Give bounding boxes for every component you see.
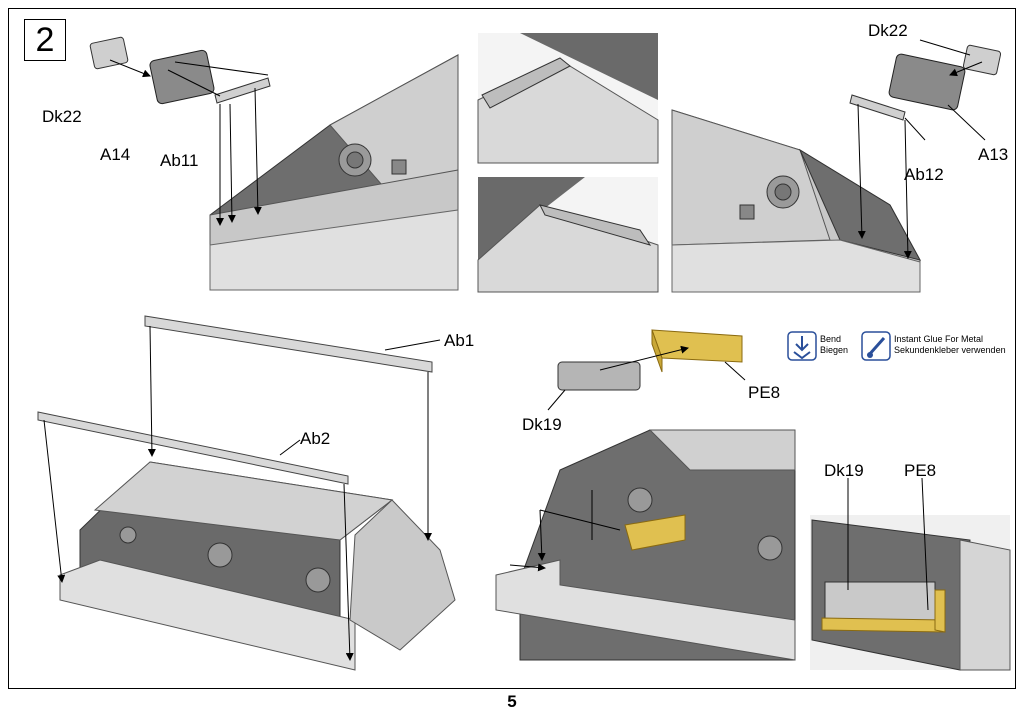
bottom-middle-view [495, 329, 796, 661]
bend-legend-icon [787, 331, 817, 361]
glue-label-de: Sekundenkleber verwenden [894, 345, 1006, 355]
label-ab1: Ab1 [444, 331, 475, 350]
label-a14: A14 [100, 145, 131, 164]
bottom-right-detail [810, 477, 1011, 671]
bend-legend-text: Bend Biegen [820, 334, 848, 356]
label-ab12: Ab12 [904, 165, 944, 184]
label-dk22-left: Dk22 [42, 107, 82, 126]
top-left-view [89, 36, 459, 291]
glue-legend-text: Instant Glue For Metal Sekundenkleber ve… [894, 334, 1006, 356]
label-ab2: Ab2 [300, 429, 331, 448]
instruction-frame [8, 8, 1016, 689]
bottom-left-view [37, 315, 456, 671]
top-right-view [671, 39, 1002, 293]
bend-label-de: Biegen [820, 345, 849, 355]
glue-legend-icon [861, 331, 891, 361]
bend-label-en: Bend [820, 334, 842, 344]
label-dk22-right: Dk22 [868, 21, 908, 40]
label-pe8: PE8 [748, 383, 781, 402]
label-ab11: Ab11 [160, 151, 199, 170]
detail-view-bottom [477, 177, 659, 293]
page-number: 5 [507, 692, 517, 711]
label-a13: A13 [978, 145, 1009, 164]
label-dk19: Dk19 [522, 415, 562, 434]
step-number: 2 [24, 19, 66, 61]
label-dk19-detail: Dk19 [824, 461, 864, 480]
glue-label-en: Instant Glue For Metal [894, 334, 984, 344]
label-pe8-detail: PE8 [904, 461, 937, 480]
detail-view-top [477, 33, 659, 164]
